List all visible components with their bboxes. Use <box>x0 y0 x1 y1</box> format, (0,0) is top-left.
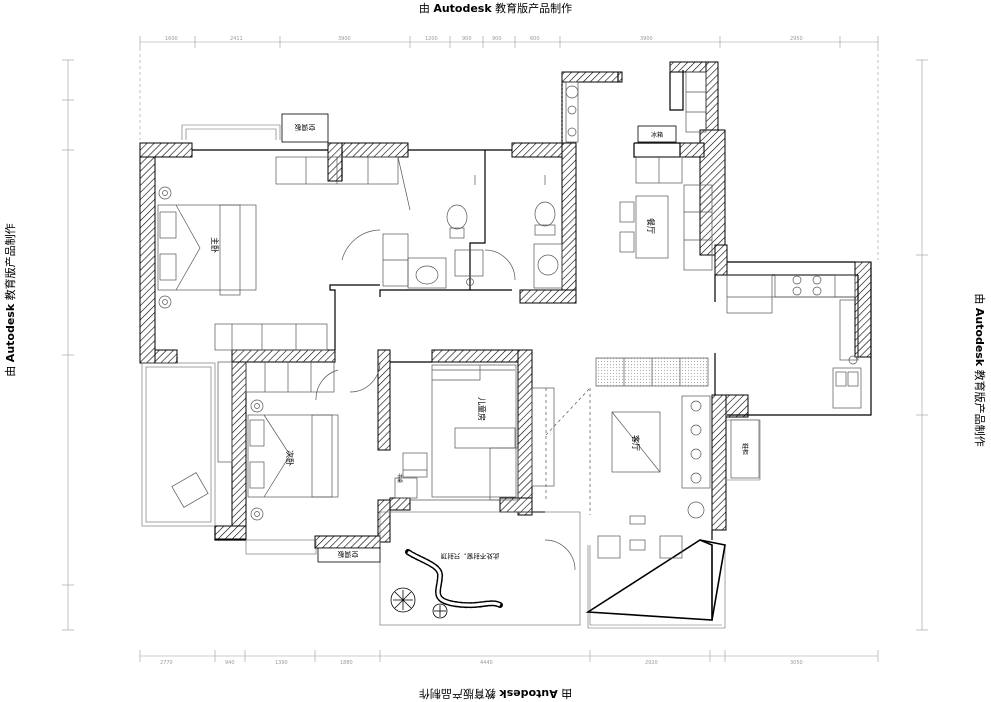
svg-text:1390: 1390 <box>275 660 288 666</box>
svg-text:2770: 2770 <box>160 660 173 666</box>
svg-text:1200: 1200 <box>425 36 438 42</box>
bathroom-right <box>474 175 563 289</box>
shoe-cabinet-box <box>730 419 760 479</box>
kitchen-counter <box>726 274 862 409</box>
svg-text:900: 900 <box>492 36 502 42</box>
dimension-lines <box>62 36 928 662</box>
garden-note: 此处不封窗，只封顶 <box>440 552 499 561</box>
master-wardrobe-lower <box>214 323 328 351</box>
structural-walls <box>139 61 872 549</box>
ac-panel-bottom <box>317 547 381 563</box>
svg-text:900: 900 <box>462 36 472 42</box>
svg-text:4440: 4440 <box>480 660 493 666</box>
fridge-label: 冰箱 <box>651 131 663 139</box>
dining-set <box>619 156 713 271</box>
svg-text:2950: 2950 <box>790 36 803 42</box>
living-room-furniture <box>544 357 711 571</box>
watermark-top: 由 Autodesk 教育版产品制作 <box>418 2 573 15</box>
svg-text:3900: 3900 <box>338 36 351 42</box>
dimension-ticks: 1600 2411 3900 1200 900 900 600 3900 2950 2770… <box>160 36 803 666</box>
children-room-furniture <box>394 364 555 501</box>
desk-label: 书桌 <box>396 473 403 483</box>
svg-text:940: 940 <box>225 660 235 666</box>
svg-text:3900: 3900 <box>640 36 653 42</box>
master-wardrobe <box>275 156 411 211</box>
room-label-dining: 餐厅 <box>646 218 655 234</box>
svg-text:1880: 1880 <box>340 660 353 666</box>
ac-panel-bottom-label: 空调板 <box>338 550 359 559</box>
room-label-master-bedroom: 主卧 <box>210 237 220 253</box>
ac-panel-top-label: 空调板 <box>295 123 316 132</box>
shoe-cabinet-label: 鞋柜 <box>741 443 749 455</box>
bathroom-left <box>341 204 516 289</box>
second-bedroom-furniture <box>171 361 381 521</box>
garden-plants <box>390 587 448 619</box>
fridge-box <box>637 125 677 143</box>
svg-text:2920: 2920 <box>645 660 658 666</box>
svg-text:2411: 2411 <box>230 36 243 42</box>
ac-panel-top <box>281 113 329 143</box>
balcony-outlines <box>141 82 761 629</box>
svg-text:600: 600 <box>530 36 540 42</box>
top-shelves <box>565 71 707 143</box>
room-label-second-bedroom: 次卧 <box>285 450 295 466</box>
svg-text:1600: 1600 <box>165 36 178 42</box>
master-bed <box>157 186 257 309</box>
room-label-children: 儿童房 <box>477 397 487 421</box>
room-label-living: 客厅 <box>631 435 641 451</box>
svg-text:3050: 3050 <box>790 660 803 666</box>
balcony-triangle <box>585 539 713 621</box>
